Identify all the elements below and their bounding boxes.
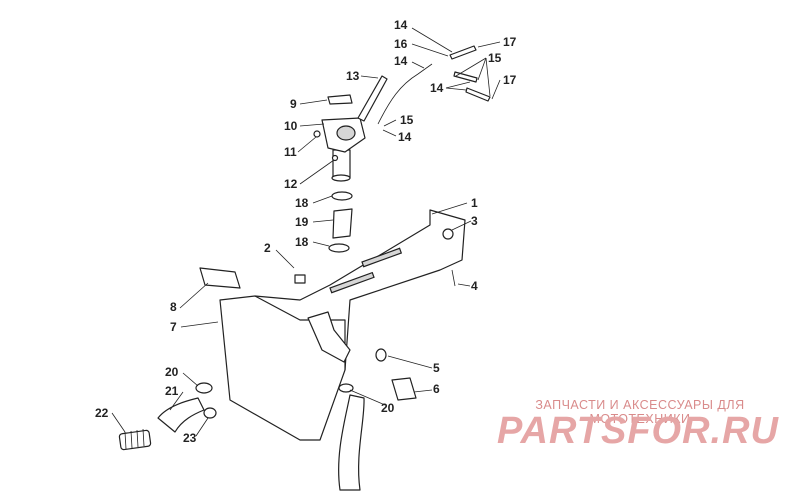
- parts: [118, 45, 491, 491]
- callout-17-a: 17: [503, 35, 517, 49]
- callout-18-a: 18: [295, 196, 309, 210]
- callout-11: 11: [284, 145, 297, 159]
- callout-9: 9: [290, 97, 297, 111]
- callout-20-a: 20: [165, 365, 179, 379]
- screw: [451, 269, 456, 287]
- callout-3: 3: [471, 214, 478, 228]
- filler-hose: [332, 208, 353, 239]
- callout-19: 19: [295, 215, 309, 229]
- lid-slot-1: [361, 247, 403, 268]
- callout-14-c: 14: [430, 81, 444, 95]
- callout-20-b: 20: [381, 401, 395, 415]
- callout-1: 1: [471, 196, 478, 210]
- callout-15-b: 15: [400, 113, 414, 127]
- callout-2: 2: [264, 241, 271, 255]
- callout-16: 16: [394, 37, 408, 51]
- callout-5: 5: [433, 361, 440, 375]
- callout-14-b: 14: [394, 54, 408, 68]
- callout-22: 22: [95, 406, 109, 420]
- callout-8: 8: [170, 300, 177, 314]
- watermark-logo: PARTSFOR.RU: [497, 410, 779, 452]
- callout-17-b: 17: [503, 73, 517, 87]
- clamp-upper: [331, 191, 353, 201]
- lid-slot-2: [329, 271, 375, 294]
- callout-12: 12: [284, 177, 298, 191]
- bolt: [313, 130, 321, 138]
- callout-18-b: 18: [295, 235, 309, 249]
- heat-shield: [199, 267, 241, 289]
- bellows-boot: [118, 428, 152, 451]
- cap-top: [336, 125, 356, 141]
- callout-14-d: 14: [398, 130, 412, 144]
- gasket: [327, 94, 353, 105]
- callout-14-a: 14: [394, 18, 408, 32]
- vent-hose: [357, 75, 388, 122]
- clamp-lower-right: [338, 383, 354, 393]
- callout-10: 10: [284, 119, 298, 133]
- callout-13: 13: [346, 69, 360, 83]
- clamp-lower: [328, 243, 350, 253]
- filler-neck-end: [331, 174, 351, 182]
- outlet-elbow: [307, 311, 351, 363]
- callout-23: 23: [183, 431, 197, 445]
- clamp-left: [195, 382, 213, 394]
- drain-fitting: [375, 348, 387, 362]
- clamp-small: [203, 407, 217, 419]
- filler-neck: [332, 149, 351, 179]
- callout-labels: 1 2 3 4 5 6 7 8 9 10 11 12 13 14 14 14 1…: [95, 18, 517, 445]
- lower-hose: [338, 394, 365, 491]
- callout-15-a: 15: [488, 51, 502, 65]
- mount-bracket: [391, 377, 417, 401]
- breather-hose: [377, 63, 433, 125]
- callout-7: 7: [170, 320, 177, 334]
- watermark-tagline: ЗАПЧАСТИ И АКСЕССУАРЫ ДЛЯ МОТОТЕХНИКИ: [535, 398, 745, 426]
- callout-21: 21: [165, 384, 179, 398]
- clip: [294, 274, 306, 284]
- callout-6: 6: [433, 382, 440, 396]
- small-hose-a: [449, 45, 477, 60]
- drain-elbow: [157, 397, 205, 433]
- callout-4: 4: [471, 279, 478, 293]
- grommet: [442, 228, 454, 240]
- screw-small: [331, 154, 339, 162]
- small-hose-b: [453, 71, 478, 83]
- leader-lines: [111, 27, 501, 437]
- small-hose-c: [465, 87, 491, 102]
